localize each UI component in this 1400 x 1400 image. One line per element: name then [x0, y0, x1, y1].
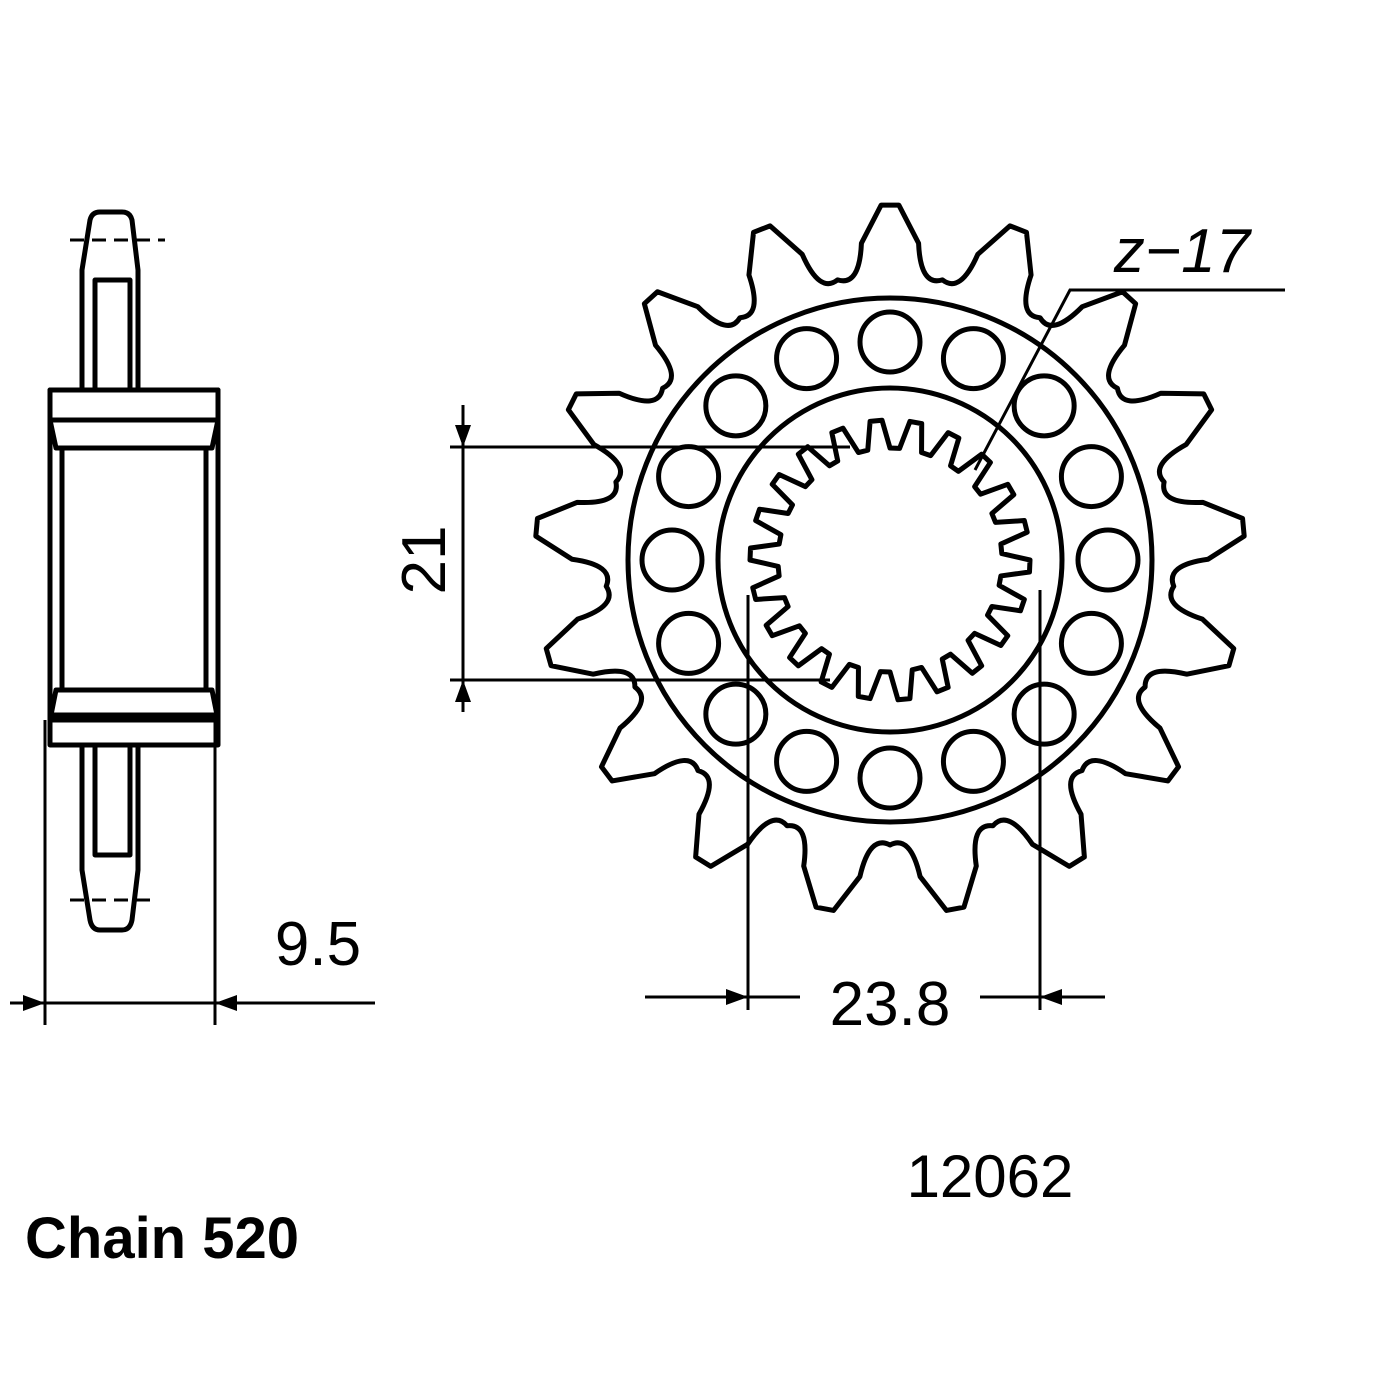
hole — [639, 527, 705, 593]
hole — [774, 326, 840, 392]
hole — [940, 728, 1006, 794]
height-label: 21 — [390, 526, 459, 595]
side-view — [47, 209, 221, 933]
hole — [774, 728, 840, 794]
hole — [1075, 527, 1141, 593]
thickness-label: 9.5 — [275, 910, 361, 979]
hole — [1058, 610, 1124, 676]
chain-label: Chain 520 — [25, 1206, 299, 1271]
hole — [1011, 681, 1077, 747]
outer-ring — [625, 295, 1155, 825]
hole — [656, 610, 722, 676]
width-dimension: 23.8 — [645, 590, 1105, 1039]
inner-ring — [715, 385, 1065, 735]
teeth-count-callout: z−17 — [973, 217, 1285, 471]
sprocket-outline — [533, 202, 1247, 913]
hole — [656, 444, 722, 510]
hole — [940, 326, 1006, 392]
width-label: 23.8 — [830, 970, 951, 1039]
spline-bore — [747, 417, 1033, 703]
hole — [857, 309, 923, 375]
hole — [703, 681, 769, 747]
teeth-count-label: z−17 — [1113, 217, 1253, 286]
hole — [703, 373, 769, 439]
part-number: 12062 — [907, 1143, 1074, 1210]
hole — [1058, 444, 1124, 510]
thickness-dimension: 9.5 — [10, 720, 375, 1025]
hole — [857, 745, 923, 811]
height-dimension: 21 — [390, 405, 850, 712]
front-view — [533, 202, 1247, 913]
hole — [1011, 373, 1077, 439]
lightening-holes — [639, 309, 1141, 811]
